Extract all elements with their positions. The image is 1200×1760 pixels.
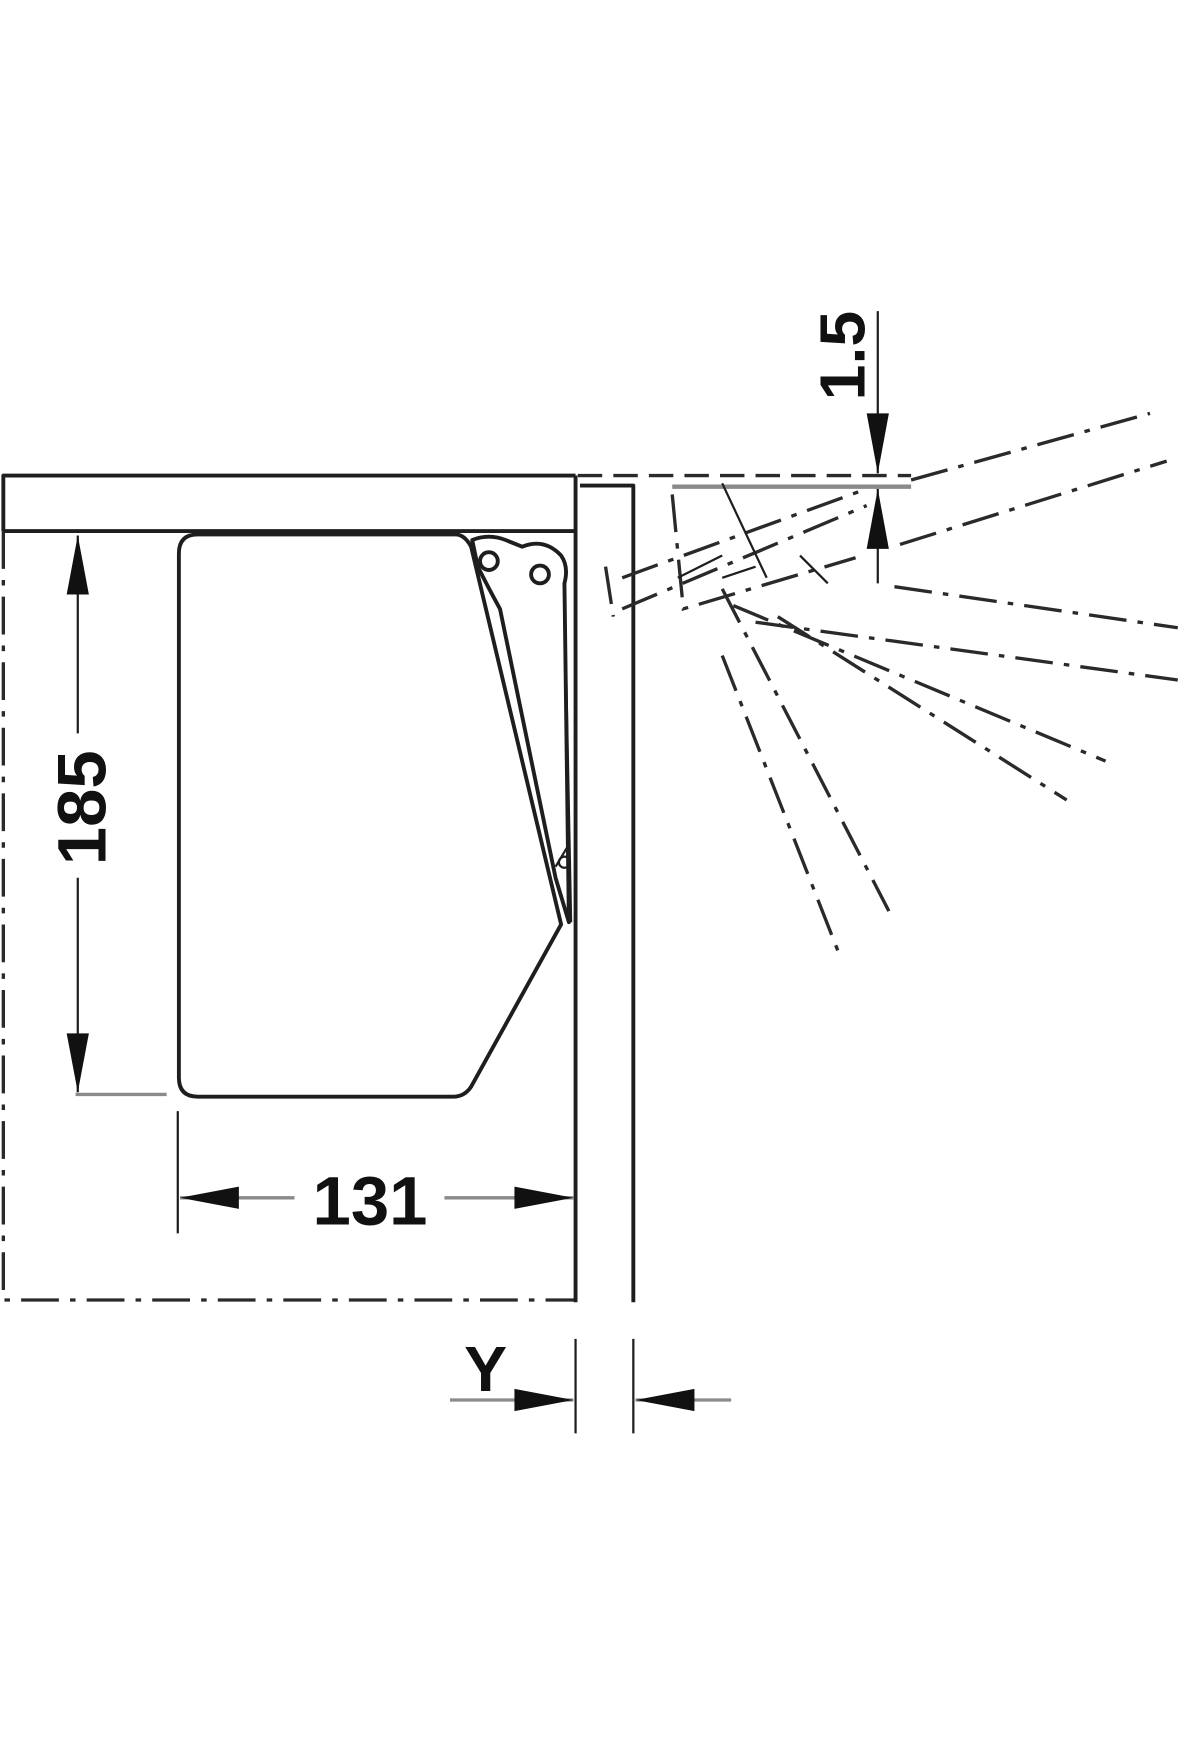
flap-open-positions [603,411,1179,954]
dimension-height: 185 [44,535,167,1097]
cabinet-outline [1,531,576,1302]
flap-door [580,483,636,1303]
top-panel [1,473,576,534]
hinge-arm [470,534,571,925]
gap-label: 1.5 [806,311,878,401]
dimension-gap: 1.5 [577,311,912,584]
dimension-width: 131 [176,1111,574,1239]
mechanism-housing [176,532,564,1099]
height-label: 185 [44,750,121,865]
dimension-offset: Y [450,1333,732,1412]
pivot-icon [478,550,500,572]
pivot-icon [529,563,551,586]
offset-label: Y [464,1333,507,1405]
pivot-icon [557,855,572,869]
width-label: 131 [313,1162,428,1239]
